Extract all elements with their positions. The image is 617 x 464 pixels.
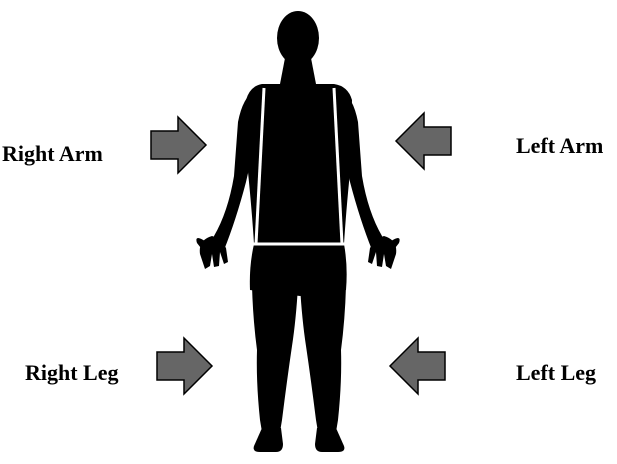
left-leg-label: Left Leg: [516, 360, 597, 385]
left-arm-divider: [332, 87, 344, 245]
right-leg-label: Right Leg: [25, 360, 119, 385]
region-divider-lines: [252, 87, 345, 246]
arrow-left-icon: [388, 336, 446, 396]
arrow-right-icon: [156, 336, 214, 396]
arrow-left-icon: [394, 111, 452, 171]
arrow-right-icon: [150, 115, 208, 175]
right-arm-divider: [254, 87, 266, 245]
left-arm-label: Left Arm: [516, 133, 604, 158]
human-body-silhouette-icon: [196, 11, 400, 452]
right-arm-label: Right Arm: [2, 141, 103, 166]
